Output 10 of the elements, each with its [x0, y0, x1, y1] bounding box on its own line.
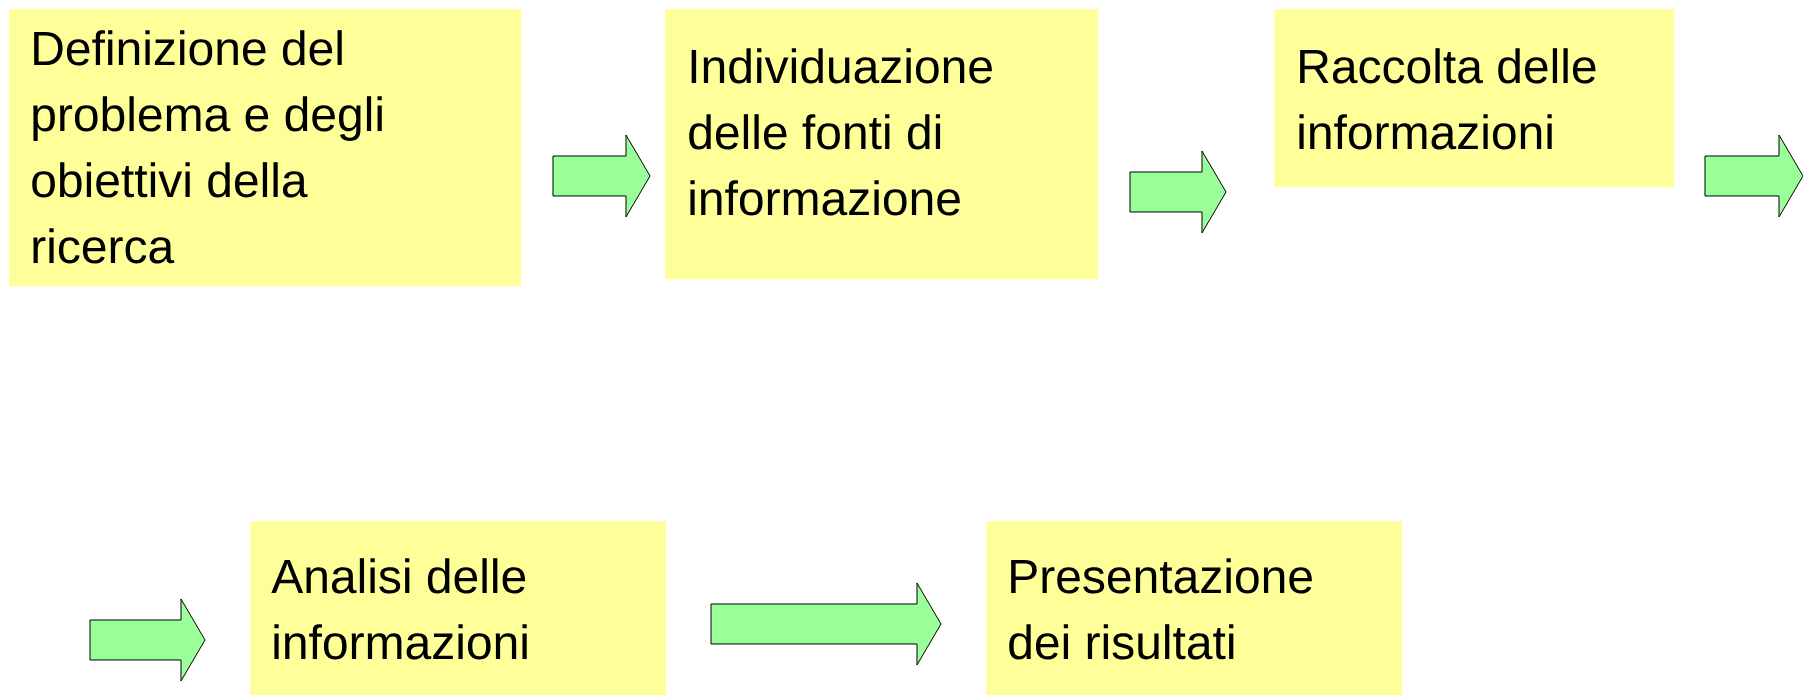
- text-box: Definizione del problema e degli obiettivi della ricerca: [9, 9, 522, 287]
- text-box: Presentazione dei risultati: [986, 521, 1403, 695]
- block-arrow: [552, 134, 651, 218]
- block-arrow: [1129, 150, 1227, 234]
- block-arrow: [89, 598, 206, 682]
- text-box: Raccolta delle informazioni: [1274, 9, 1675, 188]
- text-box: Analisi delle informazioni: [250, 521, 667, 695]
- block-arrow: [710, 582, 942, 666]
- text-box: Individuazione delle fonti di informazione: [665, 9, 1099, 280]
- block-arrow: [1704, 134, 1803, 218]
